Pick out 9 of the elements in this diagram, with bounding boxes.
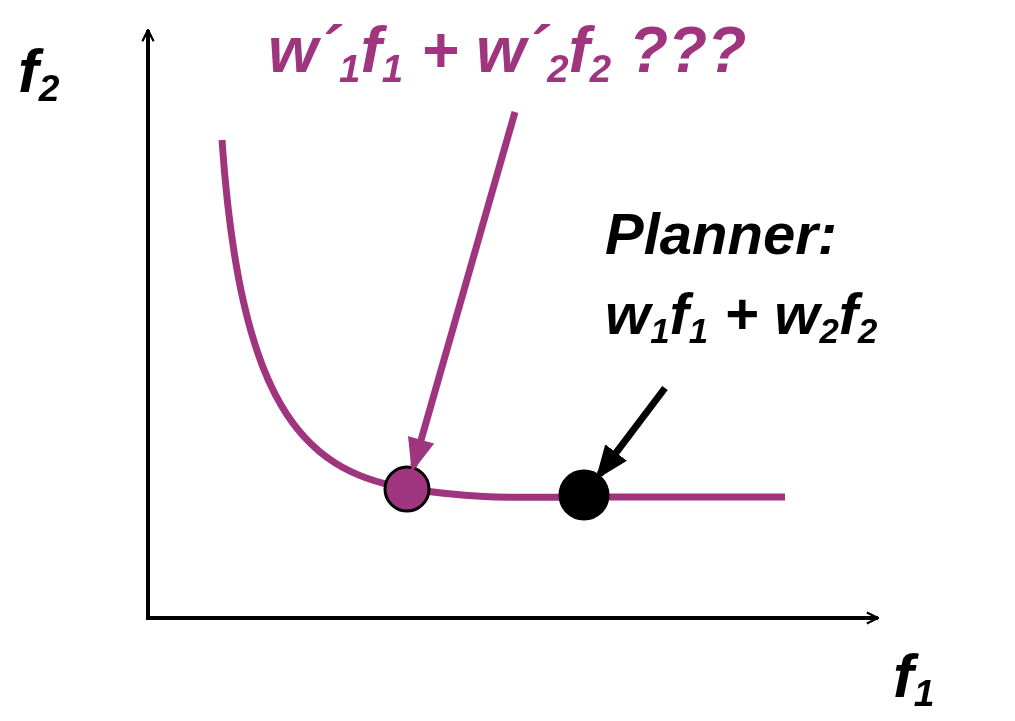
data-point <box>383 465 431 513</box>
arrow <box>408 111 519 473</box>
heading-text: Planner: <box>605 205 838 263</box>
axis-label: f$_{1}$ <box>893 645 935 713</box>
formula-text: w$_{1}$f$_{1}$ + w$_{2}$f$_{2}$ <box>605 285 878 349</box>
axis-label: f$_{2}$ <box>18 40 60 108</box>
arrow <box>595 385 668 480</box>
data-point <box>558 469 610 521</box>
formula-text: w´$_{1}$f$_{1}$ + w´$_{2}$f$_{2}$ ??? <box>268 18 747 88</box>
